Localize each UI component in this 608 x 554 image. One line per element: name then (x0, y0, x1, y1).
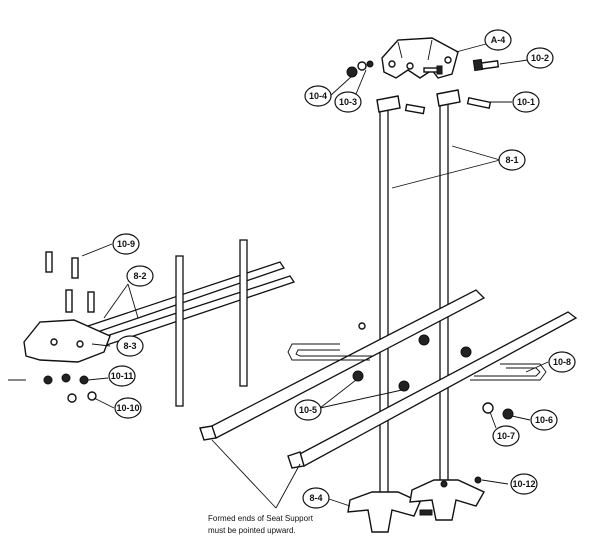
callout-10-3: 10-3 (334, 91, 362, 113)
callout-8-4: 8-4 (302, 487, 330, 509)
callout-10-5-label: 10-5 (299, 405, 317, 415)
callout-10-8: 10-8 (548, 351, 576, 373)
callout-8-3-label: 8-3 (123, 341, 136, 351)
top-bracket-a4 (381, 37, 459, 79)
callout-10-6: 10-6 (530, 409, 558, 431)
callout-10-12-label: 10-12 (512, 479, 535, 489)
callout-10-5: 10-5 (294, 399, 322, 421)
nuts-10-11 (43, 373, 89, 385)
callout-a4: A-4 (484, 29, 512, 51)
callout-8-3: 8-3 (116, 335, 144, 357)
callout-10-12: 10-12 (510, 473, 538, 495)
vertical-post-left (175, 255, 184, 407)
washers-10-10 (67, 391, 97, 403)
callout-10-2-label: 10-2 (531, 53, 549, 63)
callout-10-11: 10-11 (108, 365, 136, 387)
screw-10-12 (474, 476, 482, 484)
washer-10-7 (482, 402, 494, 414)
callout-10-10: 10-10 (114, 397, 142, 419)
upright-tube-left (376, 95, 401, 501)
callout-10-6-label: 10-6 (535, 415, 553, 425)
callout-a4-label: A-4 (491, 35, 506, 45)
callout-8-1: 8-1 (498, 149, 526, 171)
callout-8-4-label: 8-4 (309, 493, 322, 503)
seat-support-rear (287, 311, 578, 469)
seat-support-front (199, 289, 486, 441)
callout-8-1-label: 8-1 (505, 155, 518, 165)
note-line-2: must be pointed upward. (208, 526, 296, 535)
callout-10-4-label: 10-4 (309, 91, 327, 101)
callout-10-10-label: 10-10 (116, 403, 139, 413)
leader-lines (81, 43, 549, 509)
seat-support-left-lower (75, 275, 296, 355)
base-foot-left (347, 491, 433, 533)
vertical-post-right (239, 239, 248, 387)
callout-10-7-label: 10-7 (497, 431, 515, 441)
callout-8-2-label: 8-2 (133, 271, 146, 281)
callout-10-7: 10-7 (492, 425, 520, 447)
nut-10-4 (346, 60, 374, 78)
callout-10-1-label: 10-1 (517, 97, 535, 107)
u-bolt-right (470, 363, 547, 381)
note-line-1: Formed ends of Seat Support (208, 514, 314, 523)
bolt-10-2 (472, 58, 500, 72)
plug-10-1 (404, 96, 492, 115)
callout-10-2: 10-2 (526, 47, 554, 69)
nuts-10-5 (352, 322, 472, 392)
upright-tube-right (436, 89, 461, 485)
callout-10-3-label: 10-3 (339, 97, 357, 107)
callout-10-9: 10-9 (112, 233, 140, 255)
base-foot-right (409, 479, 485, 521)
callout-10-4: 10-4 (304, 85, 332, 107)
callout-10-8-label: 10-8 (553, 357, 571, 367)
nut-10-6 (502, 408, 514, 420)
assembly-note: Formed ends of Seat Support must be poin… (208, 514, 314, 535)
callout-10-11-label: 10-11 (111, 371, 134, 381)
bolts-10-9 (45, 251, 95, 313)
screw-center (423, 65, 443, 75)
u-bolt-left (287, 343, 372, 361)
callout-10-1: 10-1 (512, 91, 540, 113)
callout-10-9-label: 10-9 (117, 239, 135, 249)
callout-8-2: 8-2 (126, 265, 154, 287)
bracket-8-3 (23, 319, 111, 363)
